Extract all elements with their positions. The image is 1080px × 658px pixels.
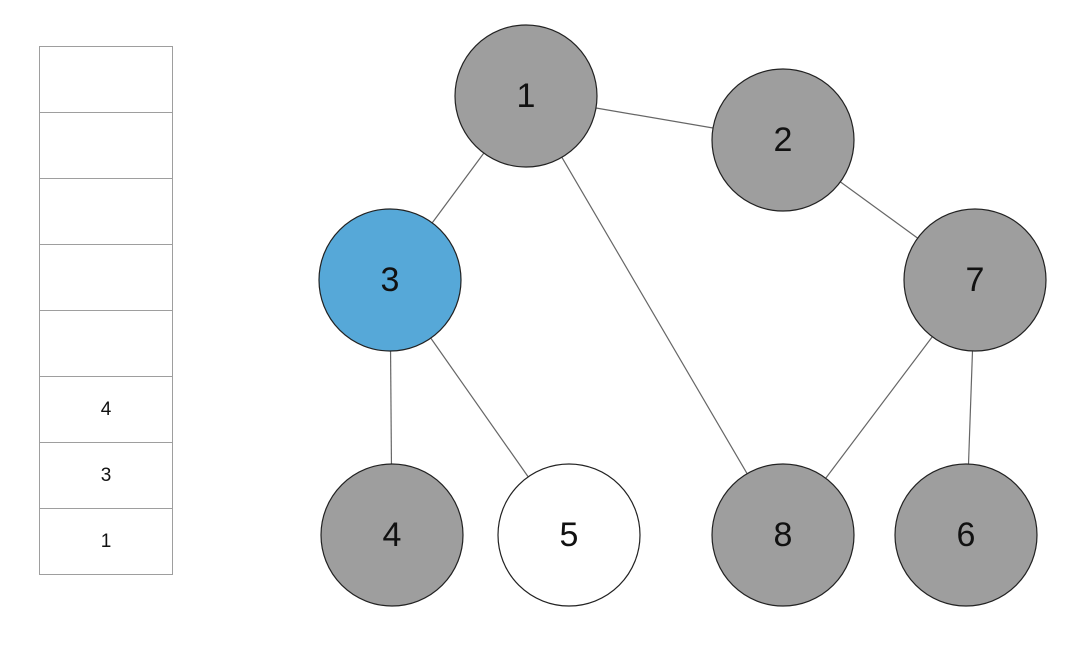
node-label: 7 (966, 261, 985, 299)
node-label: 2 (774, 121, 793, 159)
edge-7-8 (825, 336, 933, 479)
edge-3-5 (430, 337, 529, 478)
node-label: 1 (517, 77, 536, 115)
node-label: 5 (560, 516, 579, 554)
node-label: 4 (383, 516, 402, 554)
node-circle (497, 463, 641, 607)
node-6: 6 (894, 463, 1038, 607)
stack-cell: 1 (39, 508, 173, 575)
node-2: 2 (711, 68, 855, 212)
node-label: 3 (381, 261, 400, 299)
node-label: 8 (774, 516, 793, 554)
node-circle (894, 463, 1038, 607)
node-label: 6 (957, 516, 976, 554)
edge-1-8 (561, 156, 748, 475)
edge-1-3 (431, 152, 485, 224)
edges-layer (389, 107, 974, 479)
node-4: 4 (320, 463, 464, 607)
node-3: 3 (318, 208, 462, 352)
node-7: 7 (903, 208, 1047, 352)
edge-3-4 (389, 350, 393, 465)
edge-2-7 (840, 181, 918, 239)
node-circle (318, 208, 462, 352)
node-5: 5 (497, 463, 641, 607)
nodes-layer: 1 2 3 7 4 5 8 6 (318, 24, 1047, 607)
node-circle (711, 68, 855, 212)
edge-1-2 (595, 107, 714, 129)
node-circle (320, 463, 464, 607)
node-circle (454, 24, 598, 168)
stack-cell: 4 (39, 376, 173, 443)
node-8: 8 (711, 463, 855, 607)
node-circle (903, 208, 1047, 352)
edge-7-6 (967, 350, 974, 465)
stack-cell (39, 244, 173, 311)
stack-cell (39, 112, 173, 179)
node-1: 1 (454, 24, 598, 168)
stack-cell (39, 310, 173, 377)
stack-cell (39, 46, 173, 113)
node-circle (711, 463, 855, 607)
